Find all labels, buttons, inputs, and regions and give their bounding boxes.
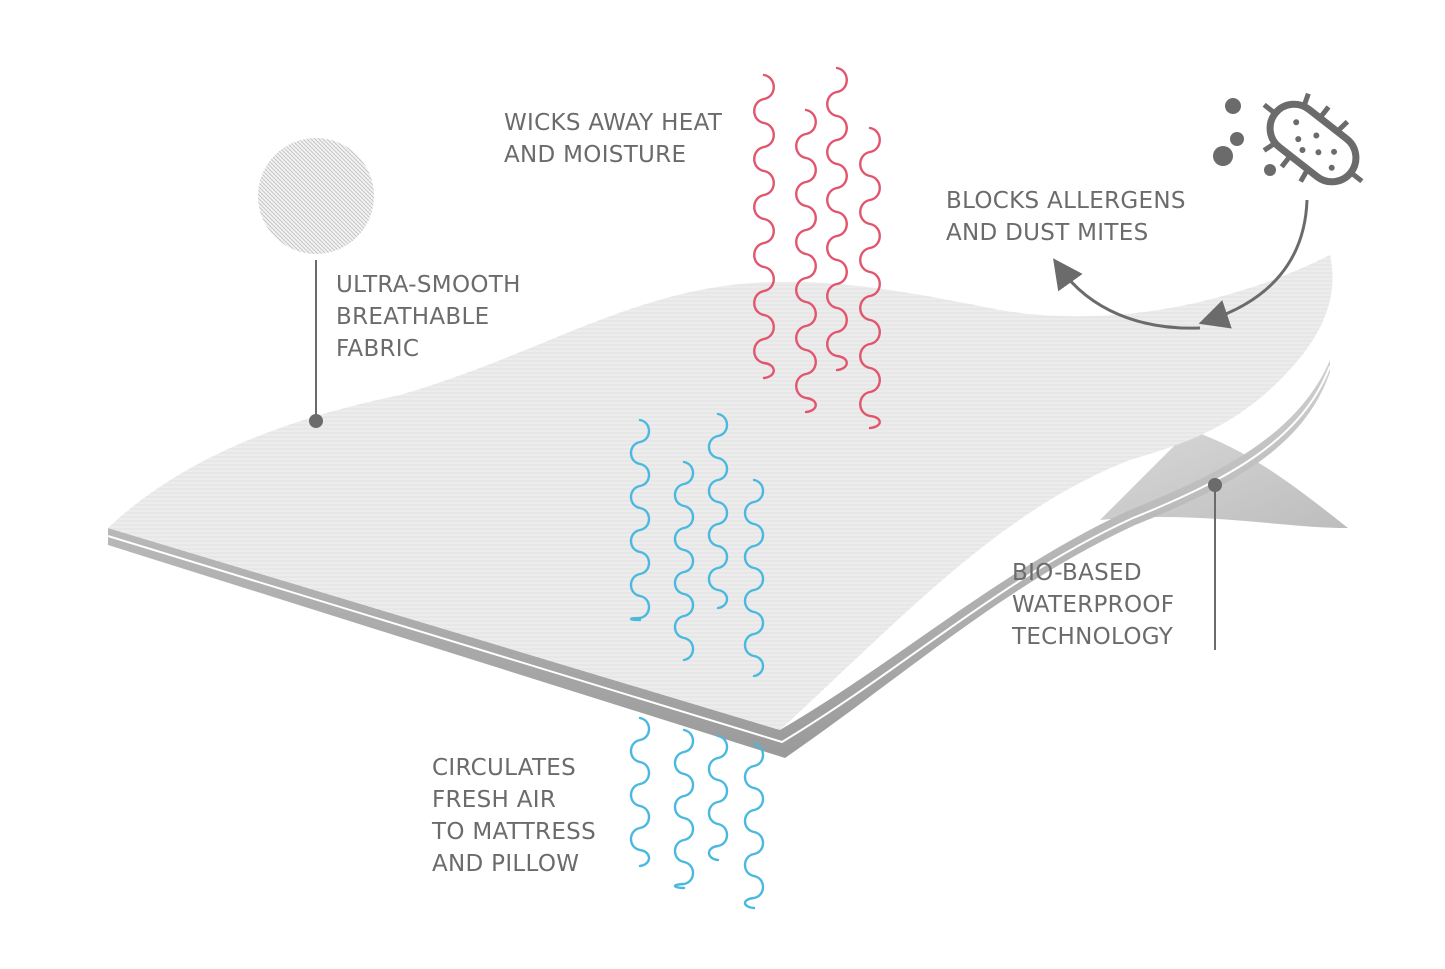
fabric-callout-dot	[309, 414, 323, 428]
bio-label-line-2: WATERPROOF	[1012, 592, 1175, 618]
fabric-label-line-3: FABRIC	[336, 336, 420, 362]
bio-label-line-1: BIO-BASED	[1012, 560, 1142, 586]
circulates-label-line-1: CIRCULATES	[432, 755, 577, 781]
air-wave	[629, 418, 651, 622]
air-wave	[743, 742, 765, 910]
blocks-label: BLOCKS ALLERGENS AND DUST MITES	[946, 185, 1186, 249]
incoming-arrow	[1198, 199, 1309, 329]
air-wave	[673, 728, 695, 890]
fabric-label: ULTRA-SMOOTH BREATHABLE FABRIC	[336, 269, 521, 365]
wicks-label: WICKS AWAY HEAT AND MOISTURE	[504, 107, 722, 171]
air-wave	[743, 478, 765, 678]
heat-wave	[795, 108, 817, 414]
bio-label: BIO-BASED WATERPROOF TECHNOLOGY	[1012, 557, 1174, 653]
heat-wave	[753, 73, 775, 380]
wicks-label-line-2: AND MOISTURE	[504, 142, 687, 168]
deflect-arrow	[1053, 258, 1201, 330]
fabric-label-line-2: BREATHABLE	[336, 304, 490, 330]
wicks-label-line-1: WICKS AWAY HEAT	[504, 110, 723, 136]
fabric-edge-line	[107, 365, 1331, 744]
heat-wave	[826, 66, 848, 372]
circulates-label: CIRCULATES FRESH AIR TO MATTRESS AND PIL…	[432, 752, 596, 880]
blocks-label-line-2: AND DUST MITES	[946, 220, 1149, 246]
circulates-label-line-2: FRESH AIR	[432, 787, 557, 813]
air-wave	[629, 716, 651, 868]
bio-label-line-3: TECHNOLOGY	[1012, 624, 1174, 650]
fabric-texture-icon	[258, 138, 374, 254]
air-wave	[673, 460, 695, 662]
blocks-label-line-1: BLOCKS ALLERGENS	[946, 188, 1186, 214]
fabric-surface	[108, 255, 1333, 730]
air-wave	[707, 412, 729, 610]
air-wave	[707, 734, 729, 862]
fabric-label-line-1: ULTRA-SMOOTH	[336, 272, 521, 298]
dust-mite-bacteria-icon	[1213, 92, 1364, 186]
heat-wave	[859, 126, 881, 430]
circulates-label-line-3: TO MATTRESS	[432, 819, 596, 845]
circulates-label-line-4: AND PILLOW	[432, 851, 580, 877]
